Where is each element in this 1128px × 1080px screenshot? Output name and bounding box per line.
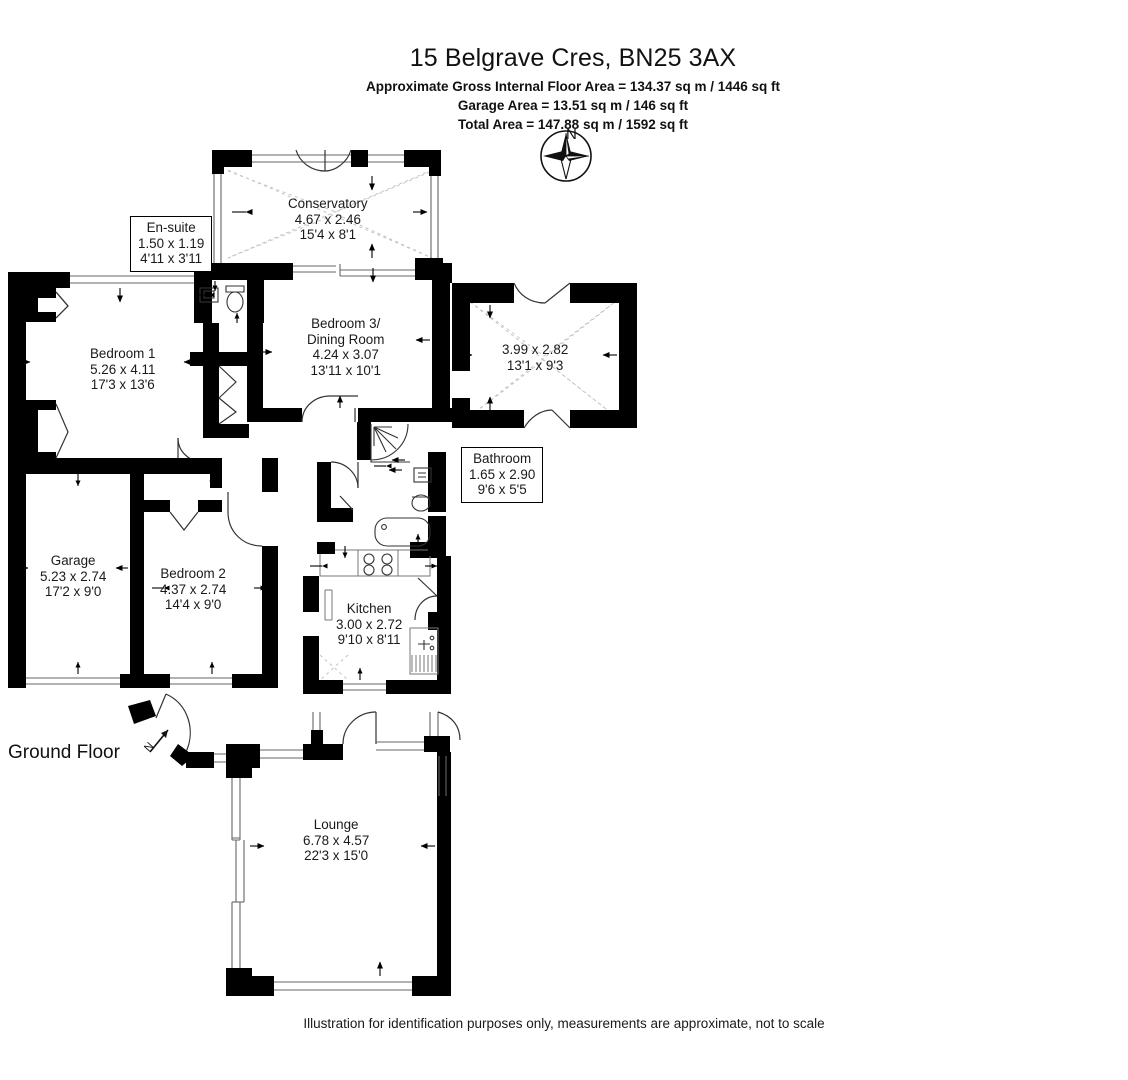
hallway-shower [317, 422, 410, 522]
room-imperial-conservatory: 15'4 x 8'1 [299, 227, 357, 243]
room-imperial-bedroom2: 14'4 x 9'0 [164, 597, 222, 613]
plan-header: 15 Belgrave Cres, BN25 3AX Approximate G… [0, 0, 1128, 132]
compass-north-label: N [566, 126, 577, 143]
room-name-kitchen: Kitchen [346, 601, 392, 616]
room-imperial-garage: 17'2 x 9'0 [44, 584, 102, 600]
room-metric-conservatory: 4.67 x 2.46 [294, 211, 361, 227]
room-name-bedroom1: Bedroom 1 [90, 346, 156, 361]
room-name-garage: Garage [50, 553, 96, 568]
room-label-rear-room: 3.99 x 2.82 13'1 x 9'3 [502, 342, 568, 373]
room-metric-bedroom2: 4.37 x 2.74 [160, 581, 227, 597]
floor-label: Ground Floor [8, 742, 120, 763]
room-name-conservatory: Conservatory [288, 196, 368, 211]
room-metric-bedroom1: 5.26 x 4.11 [90, 361, 156, 377]
room-imperial-rear-room: 13'1 x 9'3 [506, 357, 564, 373]
room-label-bedroom1: Bedroom 1 5.26 x 4.11 17'3 x 13'6 [90, 346, 156, 393]
room-metric-rear-room: 3.99 x 2.82 [502, 342, 569, 357]
room-name-bedroom2: Bedroom 2 [160, 566, 226, 581]
room-imperial-bedroom1: 17'3 x 13'6 [90, 377, 155, 393]
room-imperial-ensuite: 4'11 x 3'11 [140, 251, 203, 267]
room-name-ensuite: En-suite [146, 220, 196, 235]
total-area-text: Total Area = 147.88 sq m / 1592 sq ft [458, 117, 688, 132]
gross-area-text: Approximate Gross Internal Floor Area = … [365, 79, 781, 94]
room-metric-ensuite: 1.50 x 1.19 [138, 235, 205, 251]
room-imperial-bathroom: 9'6 x 5'5 [477, 482, 527, 498]
room-name-lounge: Lounge [313, 817, 359, 832]
garage-area-text: Garage Area = 13.51 sq m / 146 sq ft [457, 98, 689, 113]
room-metric-garage: 5.23 x 2.74 [40, 568, 107, 584]
room-label-ensuite: En-suite 1.50 x 1.19 4'11 x 3'11 [130, 216, 213, 272]
room-metric-lounge: 6.78 x 4.57 [303, 832, 370, 848]
room-metric-bathroom: 1.65 x 2.90 [469, 466, 536, 482]
room-imperial-kitchen: 9'10 x 8'11 [337, 632, 401, 648]
compass-rose-icon [540, 130, 592, 182]
room-kitchen [303, 542, 451, 694]
room-label-bedroom3-dining: Bedroom 3/ Dining Room 4.24 x 3.07 13'11… [307, 316, 384, 378]
north-arrow-icon: N [142, 729, 169, 754]
room-bedroom3-dining [247, 263, 453, 423]
room-name-bedroom3-line1: Bedroom 3/ [311, 316, 381, 331]
room-name-bedroom3-line2: Dining Room [307, 331, 385, 347]
room-lounge [226, 752, 451, 996]
room-metric-kitchen: 3.00 x 2.72 [336, 616, 403, 632]
room-imperial-lounge: 22'3 x 15'0 [304, 848, 369, 864]
room-label-garage: Garage 5.23 x 2.74 17'2 x 9'0 [40, 553, 106, 600]
room-label-lounge: Lounge 6.78 x 4.57 22'3 x 15'0 [303, 817, 369, 864]
room-name-bathroom: Bathroom [473, 451, 532, 466]
room-label-bedroom2: Bedroom 2 4.37 x 2.74 14'4 x 9'0 [160, 566, 226, 613]
page-title: 15 Belgrave Cres, BN25 3AX [409, 44, 737, 72]
room-label-bathroom: Bathroom 1.65 x 2.90 9'6 x 5'5 [461, 447, 544, 503]
room-metric-bedroom3: 4.24 x 3.07 [312, 347, 379, 363]
room-bedroom2 [130, 458, 278, 688]
room-label-kitchen: Kitchen 3.00 x 2.72 9'10 x 8'11 [336, 601, 402, 648]
svg-text:N: N [142, 740, 156, 754]
disclaimer-text: Illustration for identification purposes… [303, 1016, 825, 1031]
room-imperial-bedroom3: 13'11 x 10'1 [310, 362, 381, 378]
room-rear [452, 282, 637, 429]
room-label-conservatory: Conservatory 4.67 x 2.46 15'4 x 8'1 [288, 196, 368, 243]
